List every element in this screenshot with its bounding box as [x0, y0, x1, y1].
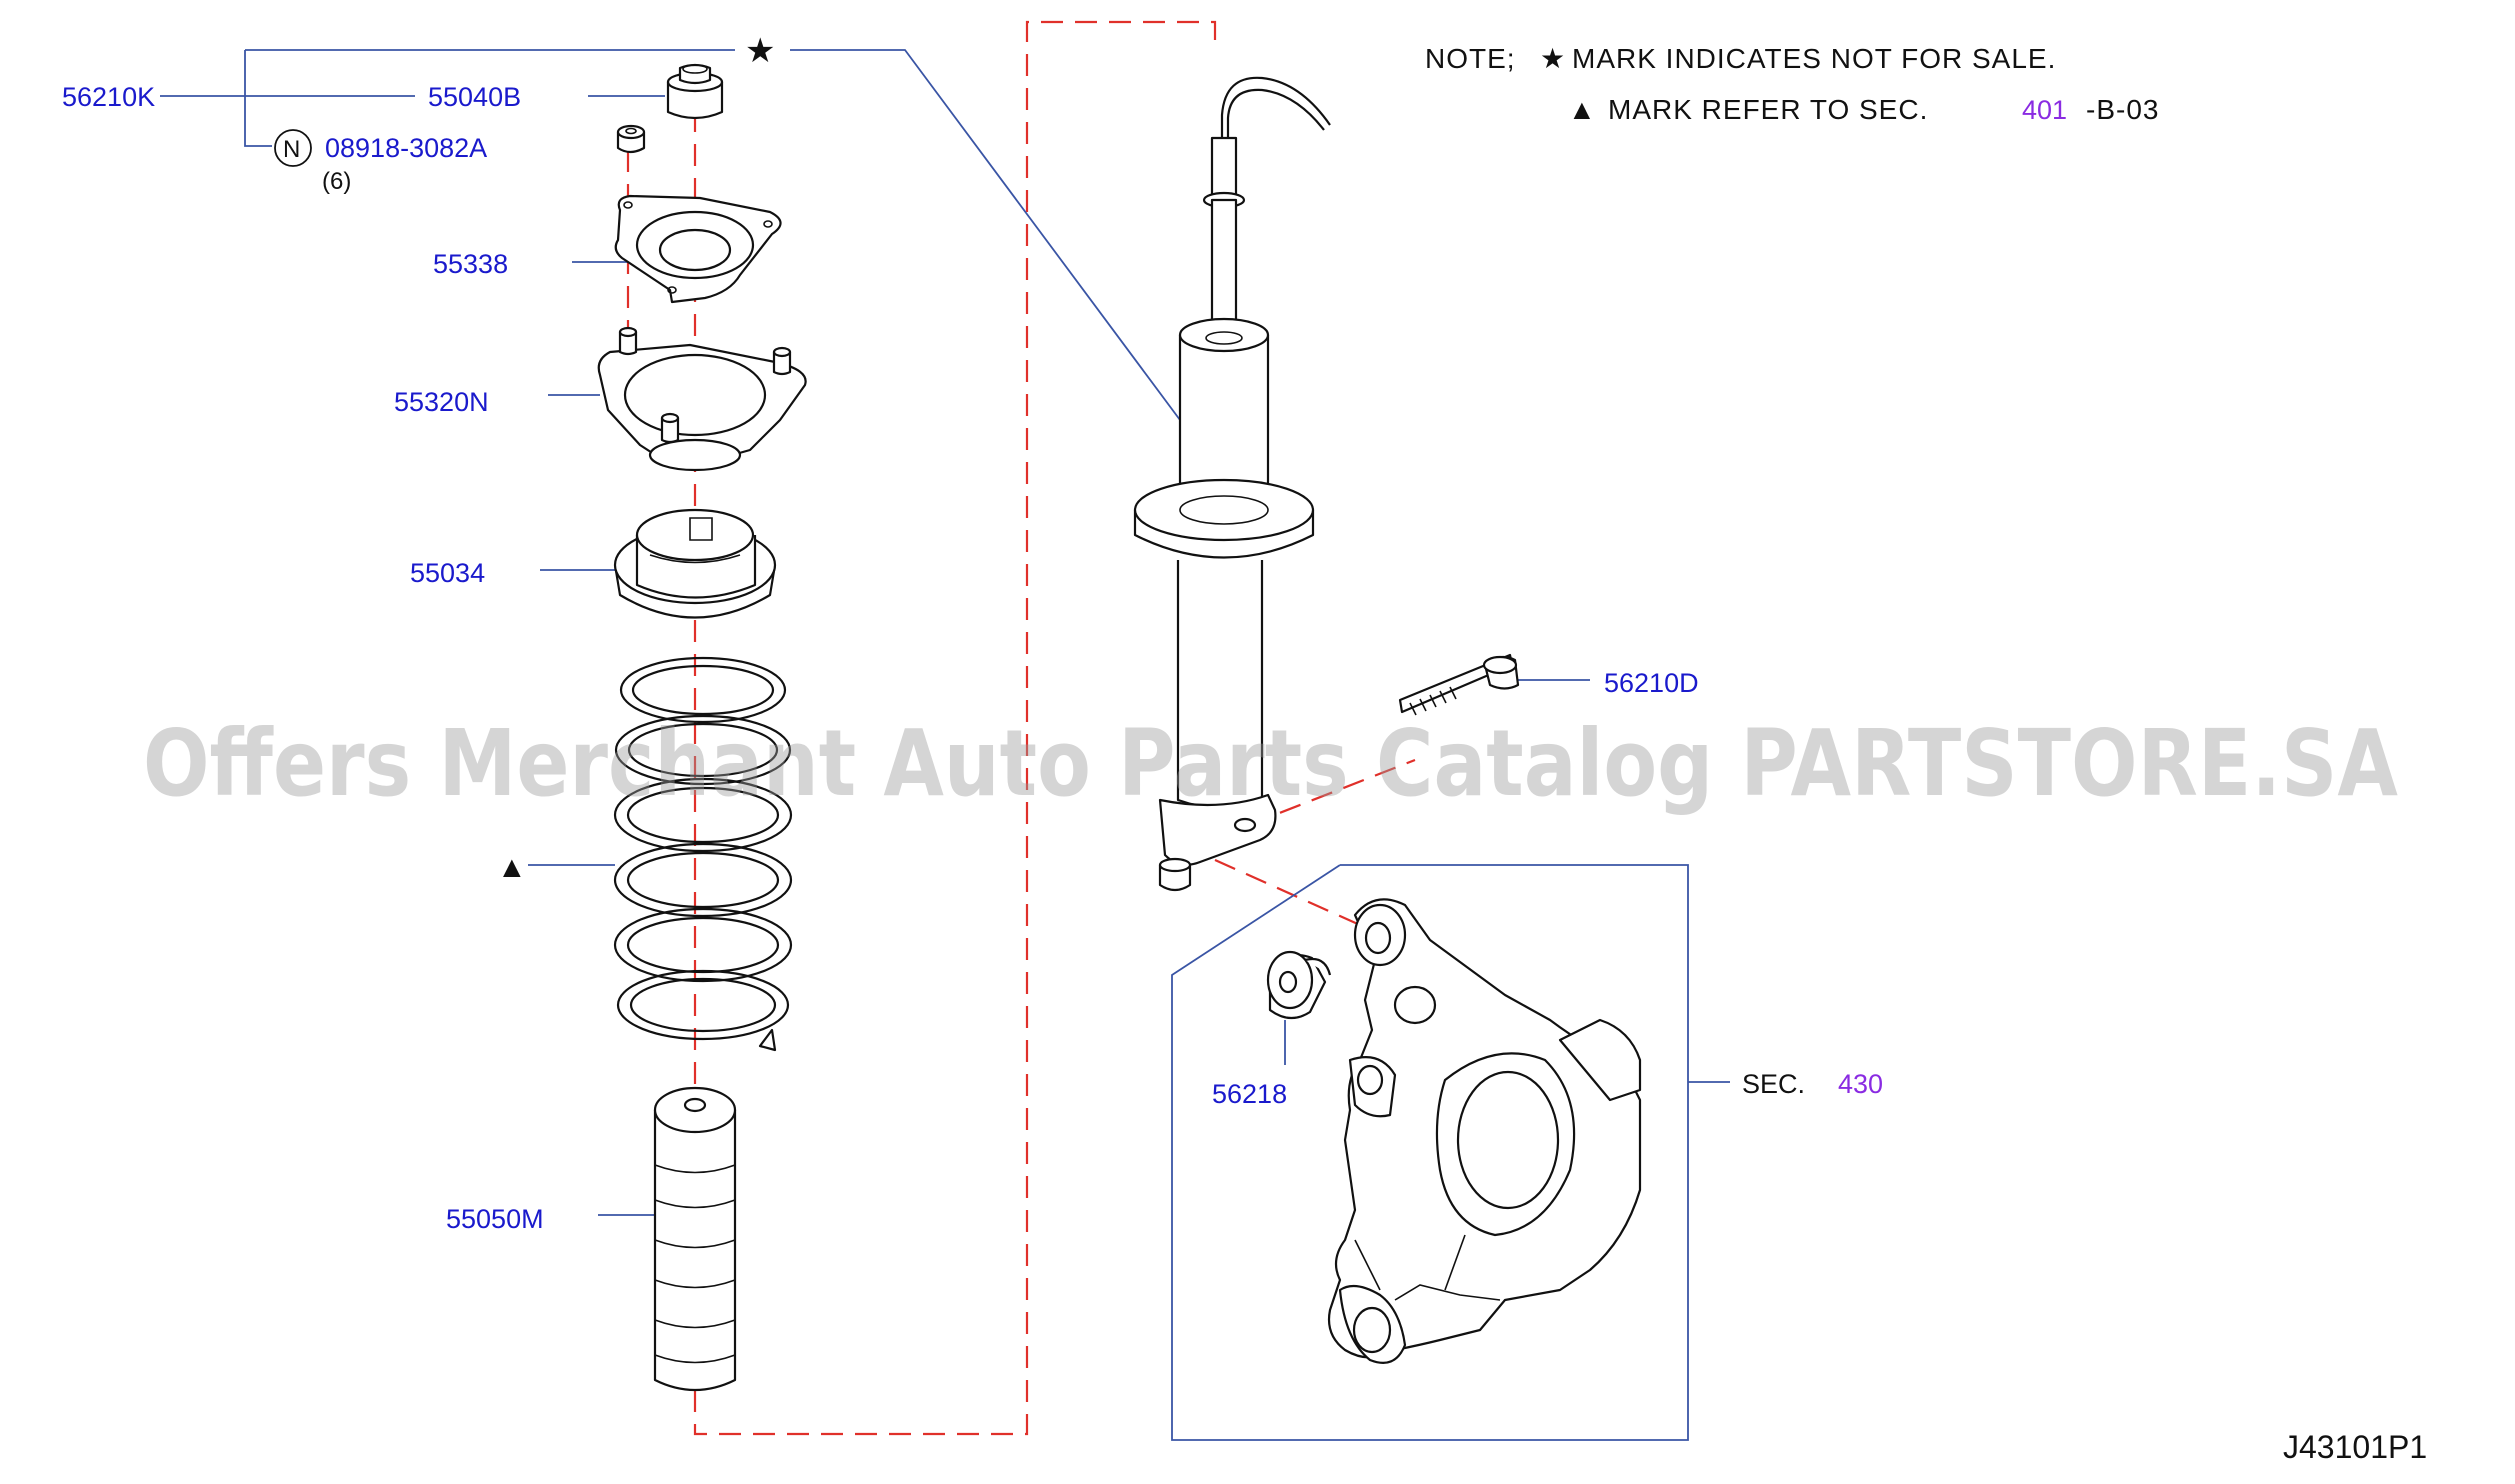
- note-prefix: NOTE;: [1425, 43, 1516, 74]
- coil-spring: [613, 656, 793, 1052]
- part-label-56218[interactable]: 56218: [1212, 1079, 1287, 1109]
- leader-star-shock: [790, 49, 1181, 421]
- note-triangle-symbol: ▲: [1568, 94, 1597, 125]
- shock-absorber: [1133, 76, 1331, 892]
- part-label-55034[interactable]: 55034: [410, 558, 485, 588]
- dash-knuckle-axis: [1214, 858, 1361, 927]
- note-line1-text: MARK INDICATES NOT FOR SALE.: [1572, 43, 2056, 74]
- leader-56210k-bracket: [244, 50, 272, 147]
- note-line2-text: MARK REFER TO SEC.: [1608, 94, 1928, 125]
- diagram-code: J43101P1: [2283, 1429, 2427, 1465]
- note-sec-401-link[interactable]: 401: [2022, 95, 2067, 125]
- n-marker-letter: N: [283, 136, 300, 163]
- stud-nut-08918: [616, 124, 646, 154]
- section-430-box: [1171, 864, 1689, 1441]
- watermark-text: Offers Merchant Auto Parts Catalog PARTS…: [143, 710, 2398, 817]
- part-labels: 56210K 55040B N 08918-3082A (6) 55338 55…: [62, 32, 1883, 1234]
- note-line2-suffix: -B-03: [2086, 94, 2159, 125]
- mount-nut-55040b: [666, 63, 724, 120]
- part-label-55040b[interactable]: 55040B: [428, 82, 521, 112]
- part-quantity-08918: (6): [322, 168, 351, 195]
- part-label-55320n[interactable]: 55320N: [394, 387, 489, 417]
- dash-frame: [693, 20, 1217, 1436]
- note-block: NOTE; ★ MARK INDICATES NOT FOR SALE. ▲ M…: [1425, 43, 2159, 125]
- section-430-link[interactable]: 430: [1838, 1069, 1883, 1099]
- part-label-56210k[interactable]: 56210K: [62, 82, 155, 112]
- note-star-symbol: ★: [1540, 43, 1566, 74]
- bolt-56210d: [1398, 653, 1520, 716]
- steering-knuckle: [1327, 898, 1642, 1364]
- strut-mount-55320n: [597, 326, 807, 472]
- bump-stop-55050m: [653, 1086, 737, 1392]
- leader-lines: [160, 49, 1730, 1441]
- spring-triangle-marker: ▲: [497, 851, 527, 884]
- upper-plate-55338: [614, 194, 782, 304]
- part-label-08918-3082a[interactable]: 08918-3082A: [325, 133, 487, 163]
- section-label: SEC.: [1742, 1069, 1805, 1099]
- star-marker: ★: [745, 32, 775, 70]
- spring-seat-55034: [613, 508, 777, 619]
- n-marker-circle: [274, 129, 312, 167]
- part-label-55050m[interactable]: 55050M: [446, 1204, 544, 1234]
- part-label-55338[interactable]: 55338: [433, 249, 508, 279]
- part-label-56210d[interactable]: 56210D: [1604, 668, 1699, 698]
- bushing-56218: [1266, 950, 1332, 1020]
